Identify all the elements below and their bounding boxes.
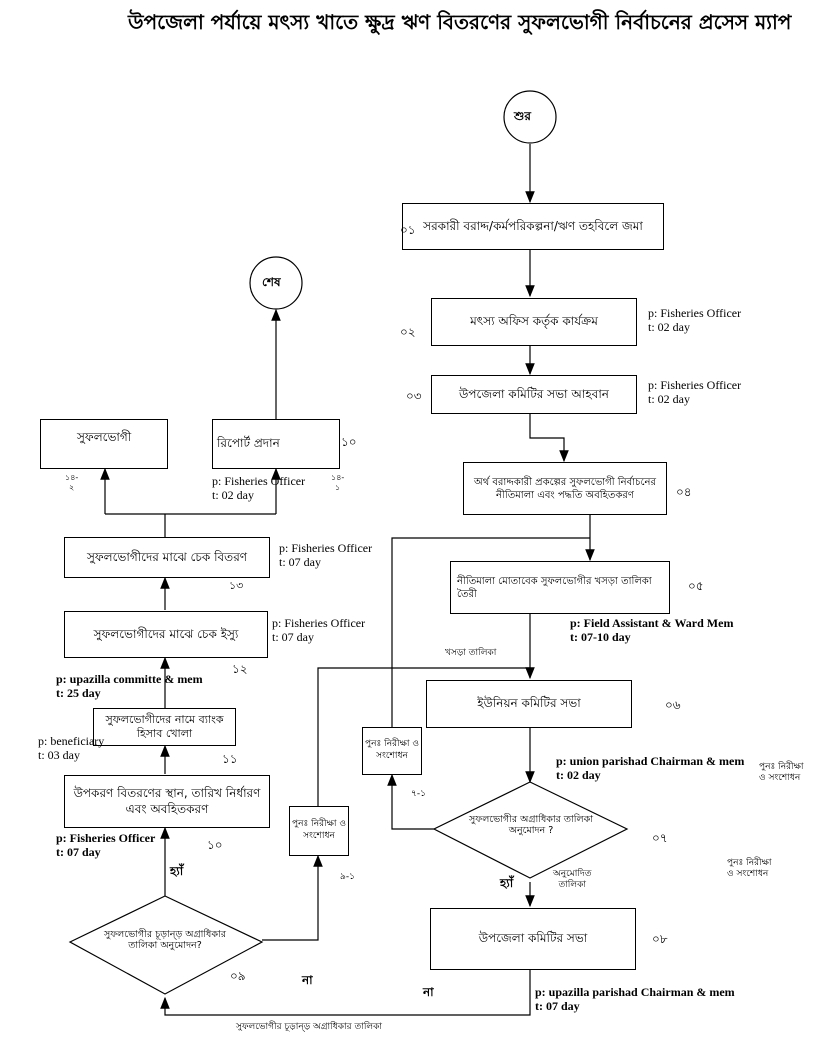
start-label: শুর: [514, 109, 531, 123]
arrow-03-04: [529, 414, 569, 463]
label-no-09: না: [302, 973, 313, 987]
arrow-07-rev71: [387, 773, 434, 830]
step-number-9-1: ৯-১: [340, 872, 355, 882]
step-01-box: সরকারী বরাদ্দ/কর্মপরিকল্পনা/ঋণ তহবিলে জম…: [402, 203, 664, 250]
page-title: উপজেলা পর্যায়ে মৎস্য খাতে ক্ষুদ্র ঋণ বি…: [128, 10, 792, 34]
annotation-13: p: Fisheries Officer t: 07 day: [279, 541, 373, 570]
step-number-13: ১৩: [229, 579, 244, 592]
annotation-12-top: p: upazilla committe & mem t: 25 day: [56, 672, 203, 701]
annotation-10: p: Fisheries Officer t: 07 day: [56, 831, 156, 860]
step-number-14-1: ১৪- ১: [331, 473, 345, 492]
step-number-12: ১২: [232, 662, 248, 676]
decision-07-label: সুফলভোগীর অগ্রাধিকার তালিকা অনুমোদন ?: [468, 814, 593, 837]
label-final-list: সুফলভোগীর চূড়ান্ড় অগ্রাধিকার তালিকা: [236, 1022, 383, 1032]
step-11-box: সুফলভোগীদের নামে ব্যাংক হিসাব খোলা: [93, 708, 236, 746]
step-number-10-right: ১০: [341, 435, 357, 449]
step-10-box: উপকরণ বিতরণের স্থান, তারিখ নির্ধারণ এবং …: [64, 775, 270, 828]
step-number-7-1: ৭-১: [411, 789, 426, 799]
step-number-11: ১১: [222, 752, 238, 766]
step-04-box: অর্থ বরাদ্দকারী প্রকল্পের সুফলভোগী নির্ব…: [463, 462, 667, 515]
step-13-box: সুফলভোগীদের মাঝে চেক বিতরণ: [64, 537, 270, 578]
decision-09-label: সুফলভোগীর চূড়ান্ড় অগ্রাধিকার তালিকা অন…: [103, 929, 227, 952]
step-number-02: ০২: [400, 325, 416, 339]
label-yes-07: হ্যাঁ: [500, 876, 514, 890]
step-number-09: ০৯: [230, 969, 246, 983]
start-circle: [503, 90, 557, 144]
label-yes-09: হ্যাঁ: [170, 864, 184, 878]
step-number-06: ০৬: [665, 698, 681, 712]
annotation-14: p: Fisheries Officer t: 02 day: [212, 474, 306, 503]
step-03-box: উপজেলা কমিটির সভা আহবান: [431, 375, 637, 414]
step-number-08: ০৮: [652, 932, 668, 946]
label-no-08: না: [423, 985, 434, 999]
annotation-11: p: beneficiary t: 03 day: [38, 734, 105, 763]
step-number-01: ০১: [400, 223, 416, 237]
step-08-box: উপজেলা কমিটির সভা: [430, 908, 636, 970]
step-number-04: ০৪: [676, 485, 692, 499]
annotation-02: p: Fisheries Officer t: 02 day: [648, 306, 742, 335]
review-7-1-box: পুনঃ নিরীক্ষা ও সংশোধন: [362, 727, 422, 775]
label-review-right-1: পুনঃ নিরীক্ষা ও সংশোধন: [759, 762, 804, 783]
annotation-08: p: upazilla parishad Chairman & mem t: 0…: [535, 985, 735, 1014]
step-number-03: ০৩: [406, 389, 422, 403]
label-approved-list: অনুমোদিত তালিকা: [553, 869, 592, 890]
annotation-03: p: Fisheries Officer t: 02 day: [648, 378, 742, 407]
step-14-1-box: রিপোর্ট প্রদান: [212, 419, 340, 469]
arrow-08-09: [160, 970, 531, 1016]
label-review-right-2: পুনঃ নিরীক্ষা ও সংশোধন: [727, 858, 772, 879]
step-06-box: ইউনিয়ন কমিটির সভা: [426, 680, 632, 728]
end-label: শেষ: [262, 275, 281, 289]
annotation-05: p: Field Assistant & Ward Mem t: 07-10 d…: [570, 616, 734, 645]
step-05-box: নীতিমালা মোতাবেক সুফলভোগীর খসড়া তালিকা …: [450, 561, 670, 614]
step-14-2-box: সুফলভোগী: [40, 419, 168, 469]
review-9-1-box: পুনঃ নিরীক্ষা ও সংশোধন: [289, 806, 349, 856]
step-number-07: ০৭: [652, 831, 668, 845]
step-02-box: মৎস্য অফিস কর্তৃক কার্যক্রম: [431, 298, 637, 346]
arrow-09-rev91: [262, 854, 323, 941]
label-draft-list: খসড়া তালিকা: [445, 648, 497, 658]
annotation-12: p: Fisheries Officer t: 07 day: [272, 616, 366, 645]
step-number-14-2: ১৪- ২: [65, 473, 79, 492]
decision-09-shape: [68, 895, 264, 995]
step-12-box: সুফলভোগীদের মাঝে চেক ইস্যু: [64, 611, 268, 658]
annotation-06: p: union parishad Chairman & mem t: 02 d…: [556, 754, 745, 783]
step-number-05: ০৫: [688, 579, 704, 593]
arrow-rev71-05: [391, 537, 590, 727]
arrow-rev91-06: [317, 667, 530, 806]
end-circle: [249, 256, 303, 310]
step-number-10: ১০: [207, 838, 223, 852]
decision-07-shape: [432, 781, 629, 879]
